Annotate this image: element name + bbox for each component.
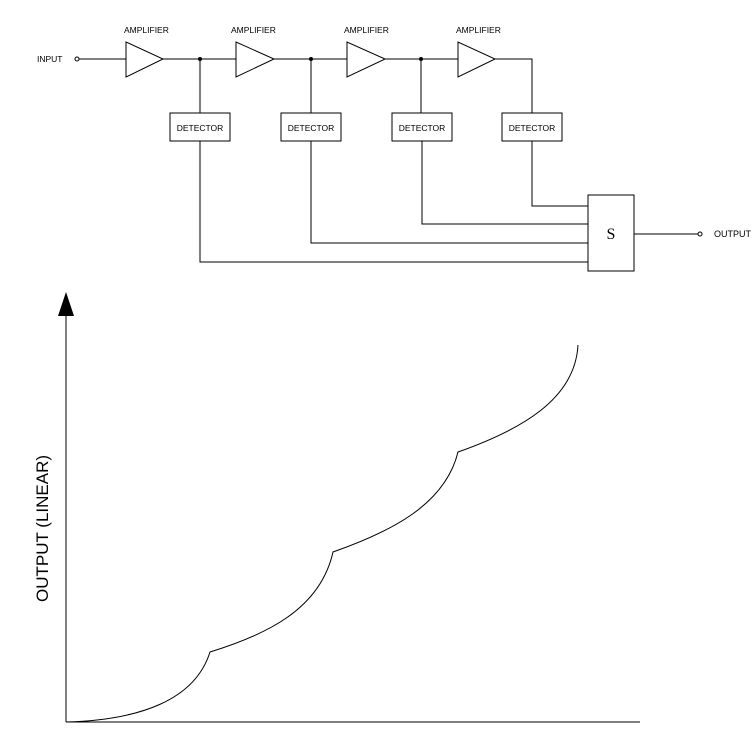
wire-detector2-summer: [310, 141, 588, 244]
y-axis-arrowhead: [58, 292, 74, 316]
wire-detector1-summer: [199, 141, 588, 263]
summer-label: S: [607, 226, 616, 243]
detector-2-box: [280, 112, 342, 142]
detector-1-label: DETECTOR: [177, 123, 224, 133]
output-label: OUTPUT: [714, 229, 752, 239]
detector-2-label: DETECTOR: [288, 123, 335, 133]
amplifier-1-triangle: [125, 41, 165, 78]
amplifier-3-label: AMPLIFIER: [344, 25, 389, 35]
amplifier-1-label: AMPLIFIER: [124, 25, 169, 35]
amplifier-2-triangle: [235, 41, 276, 78]
amplifier-2-label: AMPLIFIER: [231, 25, 276, 35]
detector-3-label: DETECTOR: [399, 123, 446, 133]
summer-box: [587, 194, 635, 272]
detector-4-box: [501, 112, 563, 142]
input-label: INPUT: [37, 54, 63, 64]
amplifier-4-label: AMPLIFIER: [456, 25, 501, 35]
detector-1-box: [169, 112, 231, 142]
detector-4-label: DETECTOR: [509, 123, 556, 133]
output-terminal: [697, 231, 703, 237]
amplifier-3-triangle: [346, 41, 387, 78]
amplifier-4-triangle: [457, 41, 497, 78]
wire-detector3-summer: [421, 141, 588, 225]
input-terminal: [74, 56, 80, 62]
wire-amp4-detector4: [495, 58, 533, 113]
transfer-curve: [65, 344, 579, 723]
y-axis-title: OUTPUT (LINEAR): [33, 455, 52, 602]
wire-detector4-summer: [531, 141, 588, 207]
